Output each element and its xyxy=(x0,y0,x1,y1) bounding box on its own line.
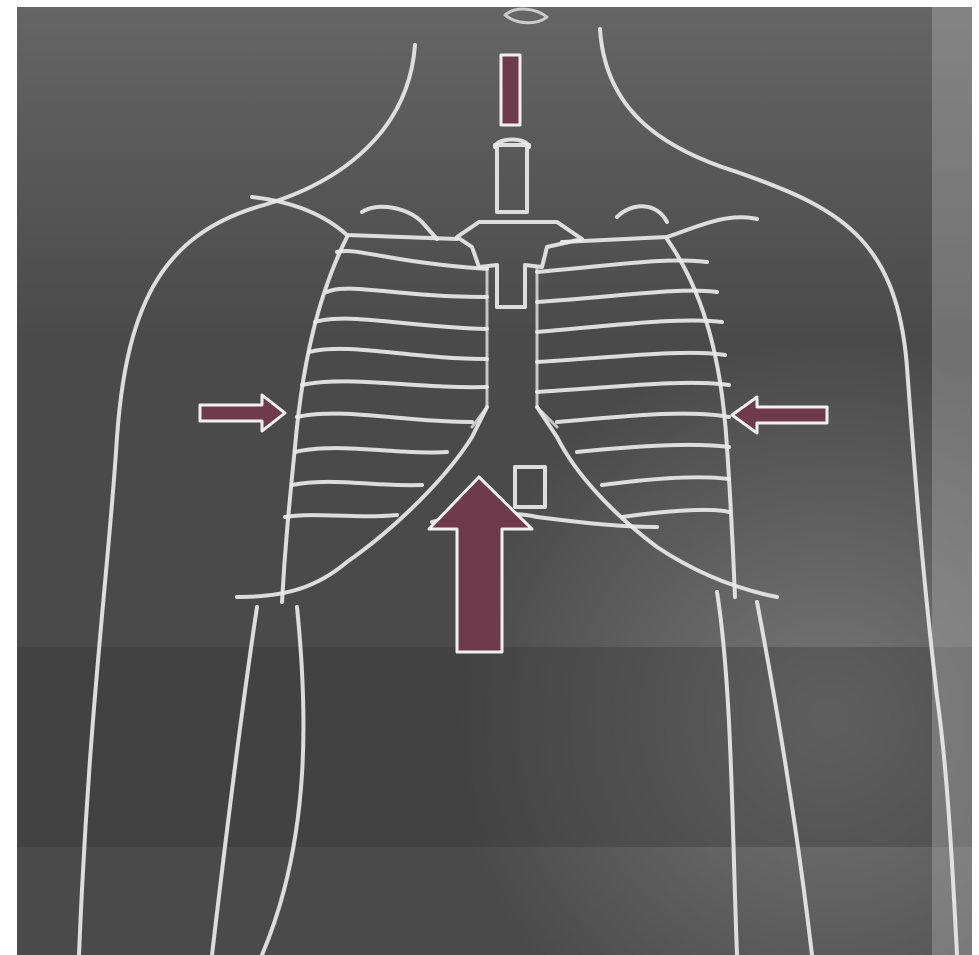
airway-down-arrow xyxy=(501,55,520,125)
left-rib-11 xyxy=(285,515,397,517)
board-dark-band-left xyxy=(17,647,972,847)
photo-frame xyxy=(17,7,972,955)
board-reflection-strip xyxy=(932,7,972,955)
blackboard-drawing xyxy=(17,7,972,955)
